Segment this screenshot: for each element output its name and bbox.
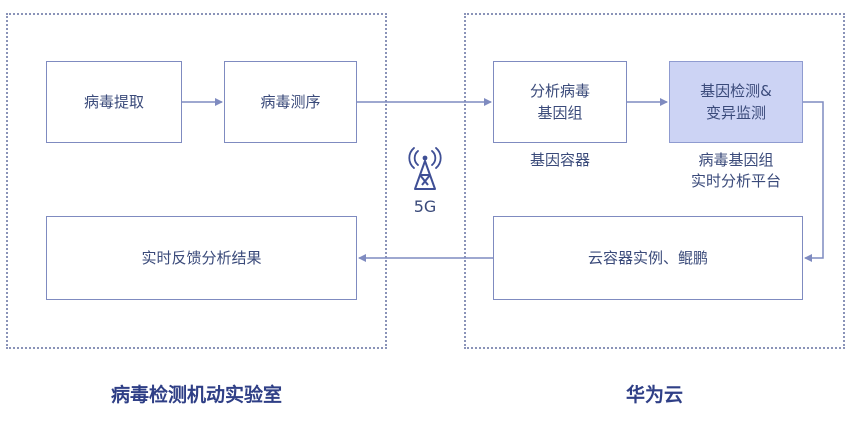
lab-region bbox=[6, 13, 387, 349]
virus-sequence-box: 病毒测序 bbox=[224, 61, 357, 143]
lab-region-title: 病毒检测机动实验室 bbox=[110, 384, 282, 406]
analysis-platform-caption: 病毒基因组 实时分析平台 bbox=[690, 151, 781, 190]
gene-detect-box: 基因检测& 变异监测 bbox=[669, 61, 803, 143]
feedback-label: 实时反馈分析结果 bbox=[141, 249, 262, 267]
signal-tower-icon bbox=[408, 147, 442, 190]
virus-extract-label: 病毒提取 bbox=[83, 93, 144, 111]
network-label: 5G bbox=[413, 197, 437, 216]
virus-sequence-label: 病毒测序 bbox=[260, 93, 321, 111]
cloud-region-title: 华为云 bbox=[625, 384, 683, 406]
feedback-box: 实时反馈分析结果 bbox=[46, 216, 357, 300]
analyze-genome-box: 分析病毒 基因组 bbox=[493, 61, 627, 143]
cloud-container-box: 云容器实例、鲲鹏 bbox=[493, 216, 803, 300]
analyze-genome-label: 分析病毒 基因组 bbox=[529, 82, 590, 122]
gene-detect-label: 基因检测& 变异监测 bbox=[700, 82, 772, 122]
virus-extract-box: 病毒提取 bbox=[46, 61, 182, 143]
arrow-detect-to-cloud bbox=[803, 101, 824, 262]
gene-container-caption: 基因容器 bbox=[529, 151, 590, 169]
cloud-container-label: 云容器实例、鲲鹏 bbox=[587, 249, 708, 267]
cloud-region bbox=[464, 13, 845, 349]
